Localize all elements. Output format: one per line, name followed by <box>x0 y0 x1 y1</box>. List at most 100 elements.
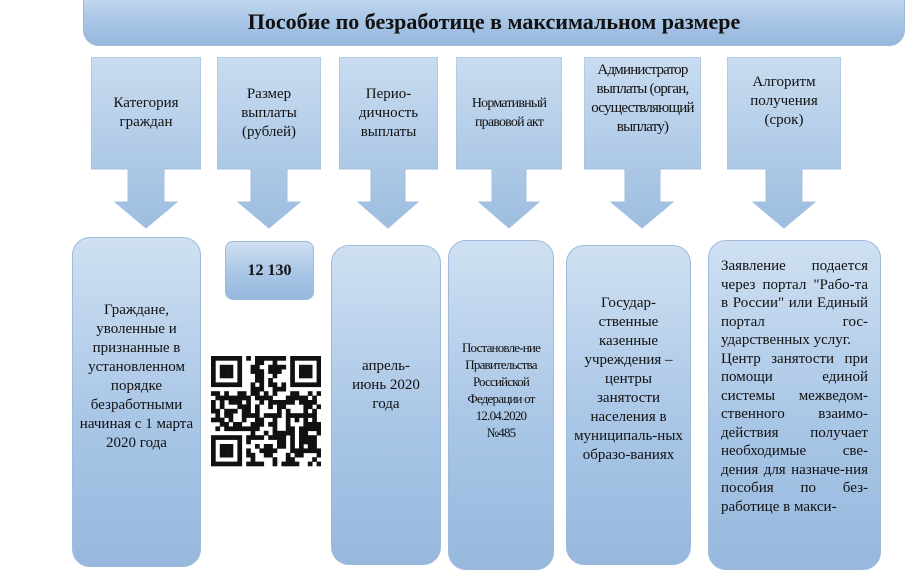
amount-box: 12 130 <box>225 241 314 300</box>
qr-module <box>211 378 216 383</box>
qr-module <box>307 373 313 379</box>
qr-module <box>233 422 238 427</box>
qr-module <box>246 461 251 467</box>
qr-module <box>224 413 229 418</box>
qr-module <box>215 461 221 467</box>
qr-module <box>219 395 225 401</box>
qr-module <box>294 452 300 458</box>
qr-module <box>281 439 287 445</box>
qr-module <box>316 422 321 427</box>
qr-module <box>316 430 321 436</box>
qr-module <box>215 408 221 414</box>
qr-module <box>303 404 309 410</box>
qr-module <box>211 391 216 396</box>
qr-module <box>299 369 304 374</box>
qr-module <box>303 422 309 427</box>
qr-module <box>299 426 304 432</box>
qr-module <box>299 364 304 370</box>
qr-module <box>250 461 256 467</box>
qr-module <box>215 356 221 361</box>
qr-module <box>294 382 300 388</box>
qr-module <box>219 435 225 440</box>
qr-module <box>255 422 260 427</box>
qr-module <box>312 400 317 405</box>
qr-module <box>312 408 317 414</box>
qr-module <box>303 426 309 432</box>
qr-module <box>228 364 234 370</box>
qr-module <box>228 408 234 414</box>
qr-module <box>285 408 291 414</box>
qr-module <box>307 356 313 361</box>
qr-module <box>224 452 229 458</box>
qr-module <box>211 417 216 423</box>
qr-module <box>228 356 234 361</box>
qr-module <box>228 382 234 388</box>
qr-module <box>237 364 243 370</box>
qr-code[interactable] <box>211 356 321 468</box>
qr-module <box>211 369 216 374</box>
qr-module <box>263 395 269 401</box>
qr-module <box>277 444 282 449</box>
qr-module <box>290 400 295 405</box>
qr-module <box>211 356 216 361</box>
qr-module <box>250 382 256 388</box>
periodicity-box: апрель-июнь 2020 года <box>331 245 441 565</box>
qr-module <box>250 457 256 462</box>
qr-module <box>259 461 265 467</box>
qr-module <box>241 391 247 396</box>
qr-module <box>268 452 273 458</box>
qr-module <box>285 457 291 462</box>
qr-module <box>250 413 256 418</box>
qr-module <box>277 439 282 445</box>
qr-module <box>219 400 225 405</box>
qr-module <box>233 400 238 405</box>
qr-module <box>268 364 273 370</box>
qr-module <box>224 435 229 440</box>
qr-module <box>237 439 243 445</box>
qr-module <box>316 461 321 467</box>
legal-act-text: Постановле-ние Правительства Российской … <box>461 340 541 440</box>
column-header: Алгоритм получения (срок) <box>750 73 818 128</box>
qr-module <box>259 373 265 379</box>
qr-module <box>299 430 304 436</box>
qr-module <box>316 364 321 370</box>
qr-module <box>316 373 321 379</box>
qr-module <box>219 373 225 379</box>
qr-module <box>312 444 317 449</box>
qr-module <box>316 360 321 366</box>
qr-module <box>294 413 300 418</box>
qr-module <box>215 417 221 423</box>
qr-module <box>316 369 321 374</box>
qr-module <box>303 435 309 440</box>
qr-module <box>277 364 282 370</box>
qr-module <box>228 452 234 458</box>
qr-module <box>312 439 317 445</box>
qr-module <box>211 439 216 445</box>
qr-module <box>272 360 278 366</box>
qr-module <box>316 382 321 388</box>
qr-module <box>224 408 229 414</box>
qr-module <box>307 391 313 396</box>
qr-module <box>246 448 251 454</box>
arrow-category: Категория граждан <box>90 56 202 234</box>
qr-module <box>224 448 229 454</box>
qr-module <box>285 417 291 423</box>
qr-module <box>246 395 251 401</box>
legal-act-box: Постановле-ние Правительства Российской … <box>448 240 554 570</box>
qr-module <box>285 395 291 401</box>
qr-module <box>224 444 229 449</box>
qr-module <box>241 395 247 401</box>
qr-module <box>307 439 313 445</box>
qr-module <box>281 364 287 370</box>
qr-module <box>237 391 243 396</box>
qr-module <box>224 461 229 467</box>
category-text: Граждане, уволенные и признанные в устан… <box>79 302 194 451</box>
qr-module <box>237 378 243 383</box>
qr-module <box>255 356 260 361</box>
algorithm-box: Заявление подается через портал "Рабо-та… <box>708 240 881 570</box>
qr-module <box>316 391 321 396</box>
qr-module <box>237 444 243 449</box>
qr-module <box>299 356 304 361</box>
qr-module <box>250 422 256 427</box>
qr-module <box>237 360 243 366</box>
